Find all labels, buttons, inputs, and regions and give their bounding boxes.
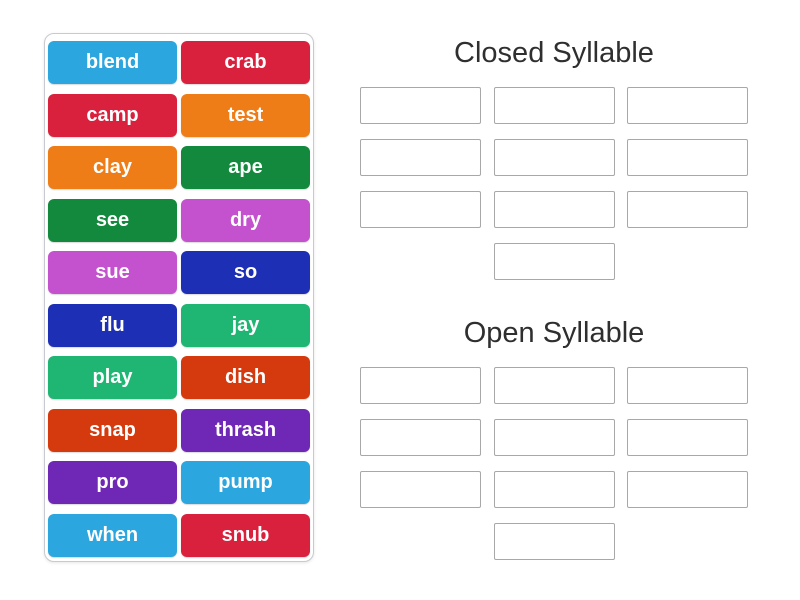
word-tile-thrash[interactable]: thrash — [181, 408, 310, 452]
word-tile-play[interactable]: play — [48, 356, 177, 399]
drop-slot[interactable] — [360, 87, 481, 124]
drop-slot[interactable] — [627, 191, 748, 228]
drop-slot[interactable] — [493, 191, 615, 228]
word-tile-see[interactable]: see — [48, 198, 177, 242]
drop-slot[interactable] — [493, 139, 615, 176]
drop-slot[interactable] — [360, 419, 481, 456]
drop-slot[interactable] — [360, 471, 481, 508]
word-tile-sue[interactable]: sue — [48, 251, 177, 294]
word-tile-so[interactable]: so — [181, 251, 310, 294]
group-closed-syllable: Closed Syllable — [360, 33, 748, 280]
word-tile-blend[interactable]: blend — [48, 41, 177, 84]
drop-slot[interactable] — [493, 243, 615, 280]
slot-grid-closed — [360, 87, 748, 280]
word-tile-ape[interactable]: ape — [181, 146, 310, 189]
drop-slot[interactable] — [493, 419, 615, 456]
drop-slot[interactable] — [627, 471, 748, 508]
word-tile-clay[interactable]: clay — [48, 146, 177, 189]
word-tile-dry[interactable]: dry — [181, 198, 310, 242]
drop-slot[interactable] — [493, 471, 615, 508]
word-tile-pump[interactable]: pump — [181, 461, 310, 504]
drop-slot[interactable] — [627, 419, 748, 456]
drop-slot[interactable] — [627, 87, 748, 124]
word-tile-flu[interactable]: flu — [48, 303, 177, 347]
word-tile-jay[interactable]: jay — [181, 303, 310, 347]
word-tile-dish[interactable]: dish — [181, 356, 310, 399]
drop-slot[interactable] — [360, 191, 481, 228]
drop-slot[interactable] — [360, 367, 481, 404]
word-tile-when[interactable]: when — [48, 513, 177, 557]
word-tile-pro[interactable]: pro — [48, 461, 177, 504]
group-title-closed-syllable: Closed Syllable — [454, 37, 654, 69]
drop-slot[interactable] — [627, 139, 748, 176]
drop-slot[interactable] — [627, 367, 748, 404]
drop-slot[interactable] — [493, 523, 615, 560]
word-tile-snub[interactable]: snub — [181, 513, 310, 557]
word-tile-test[interactable]: test — [181, 93, 310, 137]
group-title-open-syllable: Open Syllable — [463, 317, 645, 349]
drop-slot[interactable] — [493, 367, 615, 404]
drop-slot[interactable] — [493, 87, 615, 124]
word-tile-camp[interactable]: camp — [48, 93, 177, 137]
word-tile-crab[interactable]: crab — [181, 41, 310, 84]
word-tile-snap[interactable]: snap — [48, 408, 177, 452]
drop-slot[interactable] — [360, 139, 481, 176]
slot-grid-open — [360, 367, 748, 560]
group-open-syllable: Open Syllable — [360, 313, 748, 560]
